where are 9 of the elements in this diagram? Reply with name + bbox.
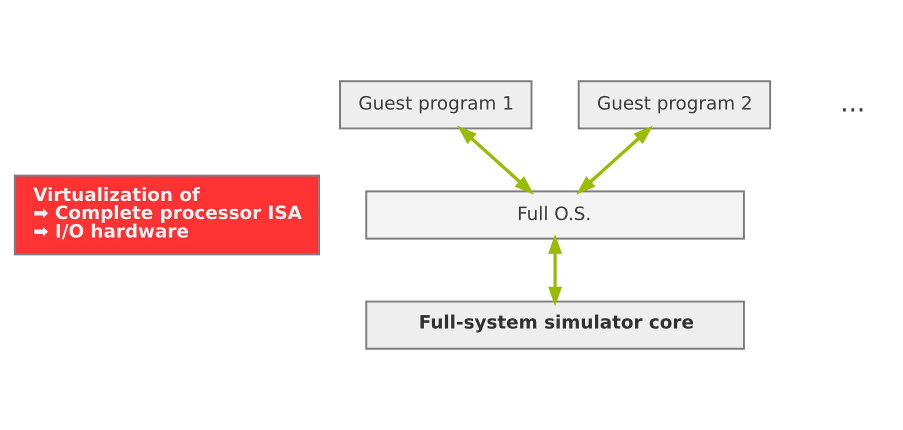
arrow [457,126,534,195]
arrow [576,126,653,195]
node-box: Full O.S. [365,190,745,240]
node-box: Virtualization of ➡ Complete processor ISA ➡ I/O hardware [14,174,320,256]
label: ... [840,88,866,118]
node-box: Full-system simulator core [365,300,745,350]
arrow [548,234,562,306]
node-box: Guest program 1 [339,80,532,130]
node-box: Guest program 2 [578,80,772,130]
